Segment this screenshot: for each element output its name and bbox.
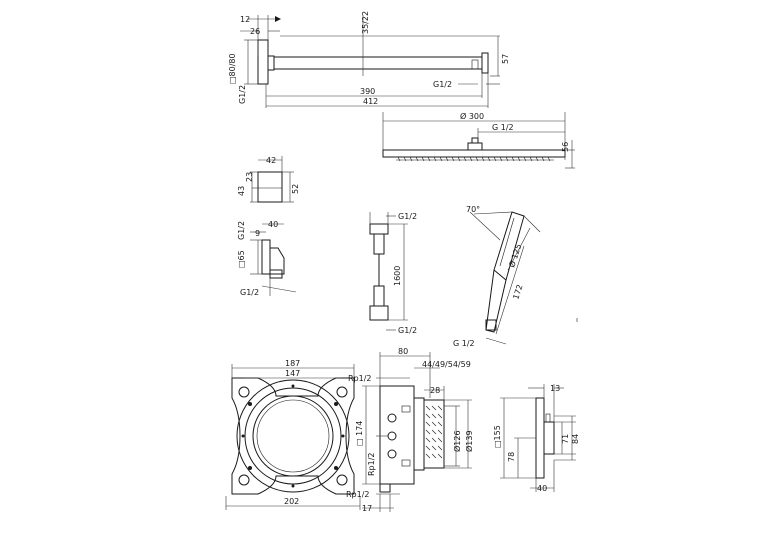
dim-35-22: 35/22	[361, 11, 370, 34]
dim-40-holder: 40	[268, 220, 278, 229]
dim-126: Ø126	[452, 430, 462, 452]
dim-g12-hose-top: G1/2	[398, 212, 417, 221]
dim-155: □155	[493, 425, 502, 448]
hand-shower-view: 70° Ø 125 172 G 1/2	[453, 205, 541, 348]
dim-17: 17	[362, 504, 372, 513]
dim-71: 71	[561, 434, 570, 444]
dim-412: 412	[363, 97, 378, 106]
nozzle-row	[397, 156, 551, 162]
dim-rp12-top: Rp1/2	[348, 374, 372, 383]
dim-40-trim: 40	[537, 484, 547, 493]
dim-g12-left: G1/2	[238, 85, 247, 104]
dim-57: 57	[501, 54, 510, 64]
dim-1600: 1600	[393, 266, 402, 286]
dim-80-ibox: 80	[398, 347, 408, 356]
dim-g12-hand: G 1/2	[453, 339, 475, 348]
ibox-view: 80 Rp1/2 44/49/54/59 28 □ 174 Rp1/2 Ø126…	[346, 347, 474, 513]
dim-g12-holder-top: G1/2	[237, 221, 246, 240]
trim-view: 13 □155 78 71 84 40	[493, 384, 580, 493]
dim-52: 52	[291, 184, 300, 194]
hose-view: G1/2 1600 G1/2	[369, 212, 417, 335]
dim-rp12-mid: Rp1/2	[367, 452, 376, 476]
dim-65: □65	[237, 250, 246, 268]
dim-28: 28	[430, 386, 440, 395]
dim-84: 84	[571, 434, 580, 444]
dim-g12-overhead: G 1/2	[492, 123, 514, 132]
dim-42: 42	[266, 156, 276, 165]
dim-g12-hose-bottom: G1/2	[398, 326, 417, 335]
dim-187: 187	[285, 359, 300, 368]
wall-outlet-view: 42 43 23 52	[237, 156, 300, 203]
dim-390: 390	[360, 87, 375, 96]
dim-70deg: 70°	[466, 205, 480, 214]
shower-arm-view: 12 26 35/22 □80/80 G1/2 G1/2 57 390 412	[228, 11, 510, 108]
mounting-plate-view: 187 147 202	[225, 359, 361, 510]
dim-13: 13	[550, 384, 560, 393]
dim-26: 26	[250, 27, 260, 36]
dim-56: 56	[561, 142, 570, 152]
dim-23: 23	[245, 172, 254, 182]
dim-80: □80/80	[228, 53, 237, 84]
dim-172: 172	[511, 283, 524, 300]
dim-78: 78	[507, 452, 516, 462]
dim-300: Ø 300	[460, 111, 484, 121]
dim-9: 9	[255, 229, 260, 238]
dim-43: 43	[237, 186, 246, 196]
dim-rp12-bottom: Rp1/2	[346, 490, 370, 499]
dim-12: 12	[240, 15, 250, 24]
dim-174: □ 174	[355, 421, 364, 446]
dim-g12-holder-bottom: G1/2	[240, 288, 259, 297]
ibox-hatch	[425, 405, 443, 459]
wall-holder-view: G1/2 40 9 □65 G1/2	[237, 220, 297, 297]
dim-147: 147	[285, 369, 300, 378]
dim-g12-right: G1/2	[433, 80, 452, 89]
dim-202: 202	[284, 497, 299, 506]
dim-139: Ø139	[464, 430, 474, 452]
dim-44-59: 44/49/54/59	[422, 360, 471, 369]
overhead-shower-view: Ø 300 G 1/2 56	[382, 111, 575, 169]
